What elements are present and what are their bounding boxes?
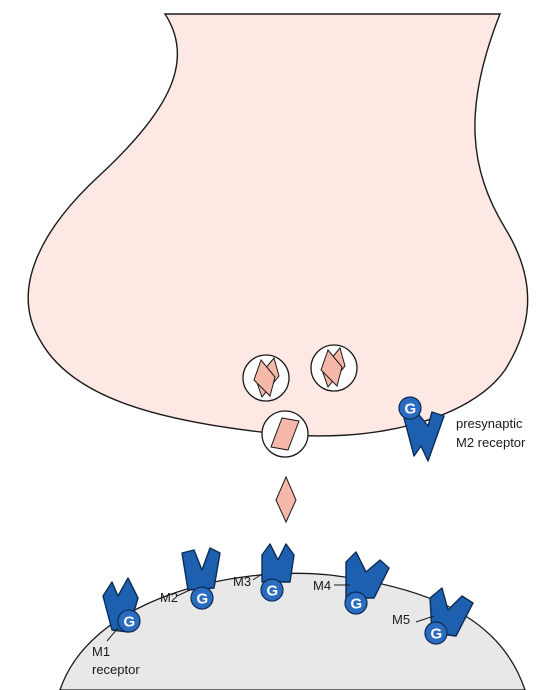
g-protein-letter: G — [351, 596, 363, 613]
g-protein-letter: G — [405, 401, 417, 418]
presynaptic-label: presynaptic M2 receptor — [456, 416, 526, 450]
m3-label: M3 — [233, 574, 251, 589]
g-protein-letter: G — [431, 626, 443, 643]
vesicle — [311, 345, 357, 391]
g-protein-letter: G — [267, 583, 279, 600]
acetylcholine-molecule — [276, 477, 296, 522]
m2-label: M2 — [160, 590, 178, 605]
m1-receptor: G — [103, 578, 140, 632]
g-protein-letter: G — [197, 591, 209, 608]
m5-label: M5 — [392, 612, 410, 627]
vesicle — [262, 411, 308, 457]
m4-label: M4 — [313, 578, 331, 593]
vesicle — [243, 355, 289, 401]
g-protein-letter: G — [124, 614, 136, 631]
